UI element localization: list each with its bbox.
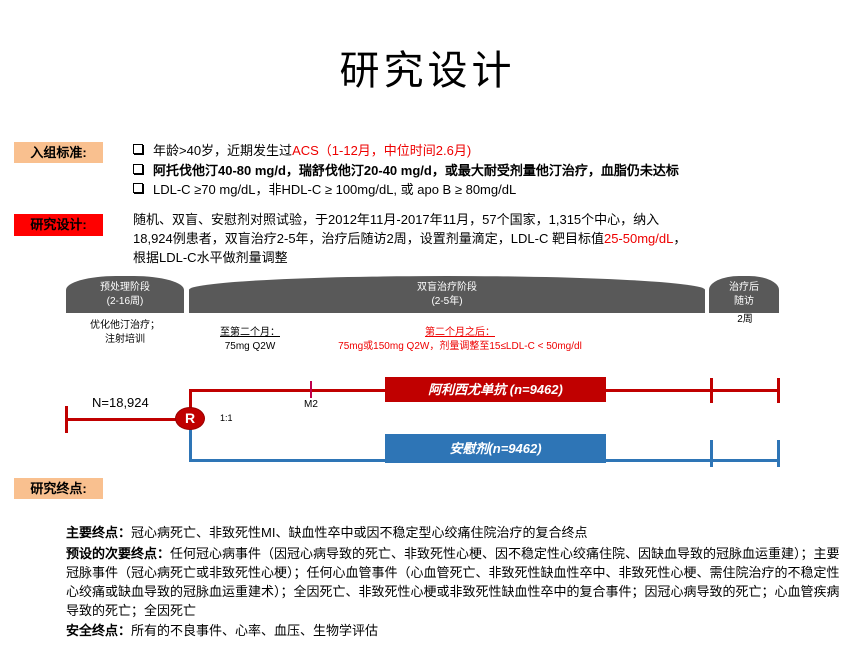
endpoint-text: 任何冠心病事件（因冠心病导致的死亡、非致死性心梗、因不稳定性心绞痛住院、因缺血导… <box>66 546 840 618</box>
phase-double-blind: 双盲治疗阶段 (2-5年) <box>189 276 705 313</box>
endpoints-label: 研究终点: <box>14 478 103 499</box>
checkbox-icon <box>133 164 143 174</box>
endpoint-label: 主要终点： <box>66 525 132 540</box>
note-line: 优化他汀治疗； <box>90 320 160 331</box>
active-branch <box>189 389 192 419</box>
total-n: N=18,924 <box>92 395 149 410</box>
followup-note: 2周 <box>737 314 753 325</box>
endpoint-label: 安全终点： <box>66 623 132 638</box>
checkbox-icon <box>133 144 143 154</box>
checkbox-icon <box>133 183 143 193</box>
design-text-part: ， <box>673 231 687 246</box>
item-text: 年龄>40岁，近期发生过 <box>153 143 293 158</box>
endpoint-label: 预设的次要终点： <box>66 546 171 561</box>
after-month2-note: 第二个月之后： 75mg或150mg Q2W，剂量调整至15≤LDL-C < 50… <box>330 326 590 354</box>
ratio-label: 1:1 <box>220 413 233 423</box>
phase-pretreatment: 预处理阶段 (2-16周) <box>66 276 184 313</box>
start-tick <box>65 406 68 433</box>
screening-line <box>66 418 190 421</box>
m2-tick <box>310 381 312 398</box>
phase-name: 预处理阶段 <box>100 282 150 293</box>
safety-endpoint: 安全终点：所有的不良事件、心率、血压、生物学评估 <box>66 621 846 640</box>
note-line: 注射培训 <box>105 334 145 345</box>
inclusion-item: 年龄>40岁，近期发生过ACS（1-12月，中位时间2.6月) <box>133 140 471 159</box>
placebo-branch <box>189 420 192 462</box>
note-line: 75mg或150mg Q2W，剂量调整至15≤LDL-C < 50mg/dl <box>338 341 582 352</box>
end-treatment-tick <box>710 378 713 403</box>
item-text: LDL-C ≥70 mg/dL，非HDL-C ≥ 100mg/dL, 或 apo… <box>153 182 517 197</box>
phase-duration: (2-5年) <box>431 296 463 307</box>
item-red-text: ACS（1-12月，中位时间2.6月) <box>292 143 472 158</box>
ldl-target: 25-50mg/dL <box>603 231 674 246</box>
design-text-part: 18,924例患者，双盲治疗2-5年，治疗后随访2周，设置剂量滴定，LDL-C … <box>133 231 604 246</box>
endpoint-text: 冠心病死亡、非致死性MI、缺血性卒中或因不稳定型心绞痛住院治疗的复合终点 <box>131 525 588 540</box>
phase-name: 治疗后 <box>729 282 759 293</box>
end-treatment-tick <box>710 440 713 467</box>
design-text: 随机、双盲、安慰剂对照试验，于2012年11月-2017年11月，57个国家，1… <box>133 210 686 267</box>
note-line: 75mg Q2W <box>224 341 276 352</box>
primary-endpoint: 主要终点：冠心病死亡、非致死性MI、缺血性卒中或因不稳定型心绞痛住院治疗的复合终… <box>66 523 846 542</box>
design-line: 根据LDL-C水平做剂量调整 <box>133 250 288 265</box>
month2-note: 至第二个月： 75mg Q2W <box>205 326 295 354</box>
phase-duration: (2-16周) <box>106 296 144 307</box>
design-line: 随机、双盲、安慰剂对照试验，于2012年11月-2017年11月，57个国家，1… <box>133 212 660 227</box>
randomization-icon: R <box>176 408 204 429</box>
endpoint-text: 所有的不良事件、心率、血压、生物学评估 <box>131 623 379 638</box>
phase-followup: 治疗后随访 <box>709 276 779 313</box>
secondary-endpoint: 预设的次要终点：任何冠心病事件（因冠心病导致的死亡、非致死性心梗、因不稳定性心绞… <box>66 544 846 620</box>
inclusion-label: 入组标准: <box>14 142 103 163</box>
pretreatment-note: 优化他汀治疗； 注射培训 <box>66 319 184 347</box>
item-text: 阿托伐他汀40-80 mg/d，瑞舒伐他汀20-40 mg/d，或最大耐受剂量他… <box>153 163 679 178</box>
note-line: 第二个月之后： <box>425 327 495 338</box>
design-line: 18,924例患者，双盲治疗2-5年，治疗后随访2周，设置剂量滴定，LDL-C … <box>133 229 686 248</box>
phase-duration: 随访 <box>734 296 754 307</box>
inclusion-item: LDL-C ≥70 mg/dL，非HDL-C ≥ 100mg/dL, 或 apo… <box>133 179 516 198</box>
alirocumab-arm: 阿利西尤单抗 (n=9462) <box>385 377 606 402</box>
inclusion-item: 阿托伐他汀40-80 mg/d，瑞舒伐他汀20-40 mg/d，或最大耐受剂量他… <box>133 160 679 179</box>
end-followup-tick <box>777 378 780 403</box>
note-line: 至第二个月： <box>220 327 280 338</box>
m2-label: M2 <box>304 399 318 410</box>
page-title: 研究设计 <box>339 48 516 94</box>
design-label: 研究设计: <box>14 214 103 236</box>
phase-name: 双盲治疗阶段 <box>417 282 477 293</box>
placebo-arm: 安慰剂(n=9462) <box>385 434 606 463</box>
end-followup-tick <box>777 440 780 467</box>
